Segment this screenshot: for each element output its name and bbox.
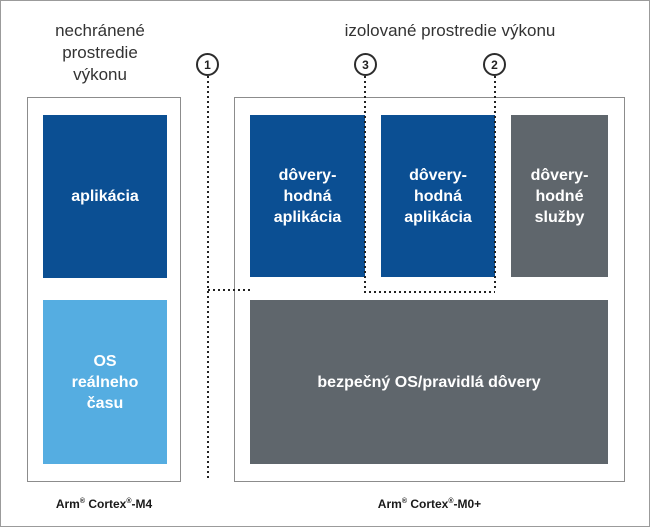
trusted-application-label-1: dôvery- hodná aplikácia	[273, 166, 342, 226]
secure-os-label: bezpečný OS/pravidlá dôvery	[317, 373, 541, 391]
footer-brand-right: Arm	[377, 497, 402, 511]
footer-model-left: -M4	[131, 497, 153, 511]
footer-name-right: Cortex	[406, 497, 449, 511]
trusted-application-box-2: dôvery- hodná aplikácia	[381, 115, 495, 277]
footer-name-mark-right: ®	[448, 498, 454, 505]
trusted-application-label-2: dôvery- hodná aplikácia	[404, 166, 472, 226]
footer-cortex-m4: Arm® Cortex®-M4	[27, 497, 181, 511]
footer-cortex-m0plus: Arm® Cortex®-M0+	[234, 497, 625, 511]
marker-1: 1	[196, 53, 219, 76]
footer-brand-mark-right: ®	[401, 498, 407, 505]
rtos-label: OS reálneho času	[71, 352, 139, 412]
boundary-line-3	[364, 76, 495, 293]
trusted-services-label: dôvery- hodné služby	[530, 166, 589, 226]
application-label: aplikácia	[71, 188, 139, 205]
marker-3: 3	[354, 53, 377, 76]
footer-name-left: Cortex	[85, 497, 127, 511]
footer-brand-mark-left: ®	[79, 498, 85, 505]
secure-os-box: bezpečný OS/pravidlá dôvery	[250, 300, 608, 464]
trusted-services-box: dôvery- hodné služby	[511, 115, 608, 277]
marker-2: 2	[483, 53, 506, 76]
footer-brand-left: Arm	[55, 497, 80, 511]
rtos-box: OS reálneho času	[43, 300, 167, 464]
trusted-application-box-1: dôvery- hodná aplikácia	[250, 115, 365, 277]
footer-name-mark-left: ®	[126, 498, 132, 505]
footer-model-right: -M0+	[453, 497, 482, 511]
header-isolated-environment: izolované prostredie výkonu	[344, 21, 556, 40]
header-unprotected-environment: nechránené prostredie výkonu	[55, 21, 145, 84]
application-box: aplikácia	[43, 115, 167, 278]
